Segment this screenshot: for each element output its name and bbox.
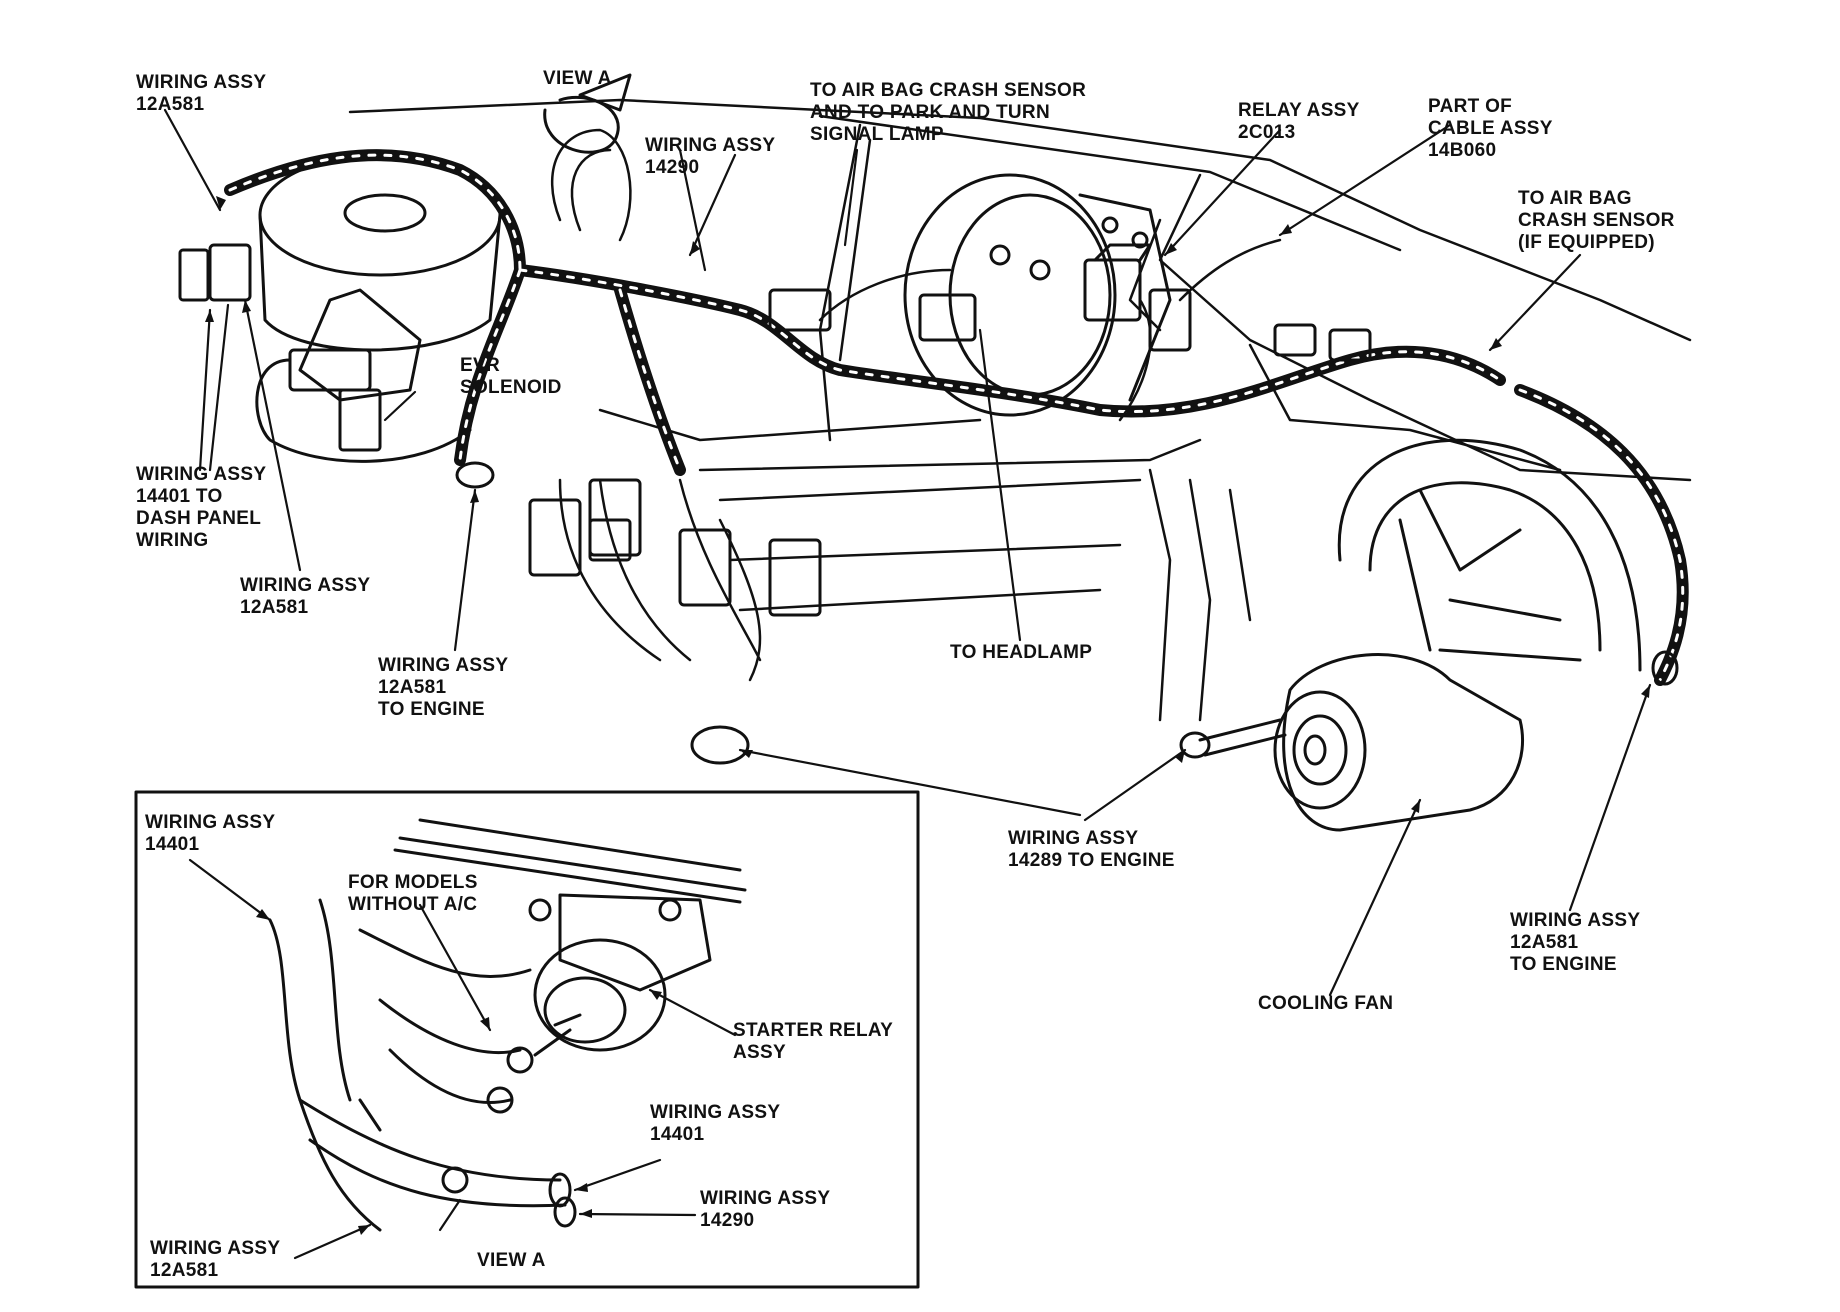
label-line: VIEW A	[543, 68, 612, 89]
label-to-headlamp: TO HEADLAMP	[950, 642, 1092, 664]
label-line: 12A581	[150, 1260, 219, 1281]
label-line: 12A581	[240, 597, 309, 618]
label-line: TO AIR BAG	[1518, 188, 1632, 209]
label-line: WITHOUT A/C	[348, 894, 478, 915]
connectors	[178, 243, 1679, 765]
label-line: CABLE ASSY	[1428, 118, 1553, 139]
label-line: EVR	[460, 355, 500, 376]
label-line: WIRING ASSY	[136, 72, 267, 93]
label-line: 12A581	[378, 677, 447, 698]
label-line: 14401	[650, 1124, 705, 1145]
arrowheads	[205, 196, 1650, 813]
label-line: 14290	[700, 1210, 755, 1231]
label-line: 12A581	[136, 94, 205, 115]
label-line: WIRING ASSY	[1510, 910, 1641, 931]
label-line: VIEW A	[477, 1250, 546, 1271]
label-line: 14401	[145, 834, 200, 855]
label-line: TO AIR BAG CRASH SENSOR	[810, 80, 1087, 101]
label-line: STARTER RELAY	[733, 1020, 894, 1041]
label-line: TO HEADLAMP	[950, 642, 1093, 663]
thin-wires	[550, 128, 1282, 682]
evr-solenoid	[255, 288, 472, 463]
label-line: TO ENGINE	[1510, 954, 1617, 975]
label-line: 14401 TO	[136, 486, 223, 507]
label-line: COOLING FAN	[1258, 993, 1394, 1014]
cooling-fan-motor	[1198, 653, 1525, 832]
label-line: SOLENOID	[460, 377, 562, 398]
label-line: WIRING	[136, 530, 209, 551]
label-line: 14B060	[1428, 140, 1497, 161]
label-line: ASSY	[733, 1042, 786, 1063]
label-line: TO ENGINE	[378, 699, 485, 720]
label-line: WIRING ASSY	[1008, 828, 1139, 849]
label-line: WIRING ASSY	[650, 1102, 781, 1123]
fan-shroud	[1337, 438, 1642, 672]
label-line: WIRING ASSY	[150, 1238, 281, 1259]
label-view-a-top: VIEW A	[543, 68, 612, 90]
inset-arrowheads	[256, 909, 662, 1235]
view-a-marker	[543, 73, 632, 154]
label-line: (IF EQUIPPED)	[1518, 232, 1655, 253]
label-line: CRASH SENSOR	[1518, 210, 1675, 231]
label-cooling-fan: COOLING FAN	[1258, 993, 1393, 1015]
inset-artwork	[268, 818, 747, 1232]
label-line: 14290	[645, 157, 700, 178]
label-line: AND TO PARK AND TURN	[810, 102, 1050, 123]
label-line: DASH PANEL	[136, 508, 262, 529]
label-line: WIRING ASSY	[378, 655, 509, 676]
label-line: WIRING ASSY	[645, 135, 776, 156]
label-line: 2C013	[1238, 122, 1296, 143]
vehicle-body-lines	[348, 98, 1692, 722]
leader-lines	[163, 108, 1652, 997]
label-line: 12A581	[1510, 932, 1579, 953]
label-line: WIRING ASSY	[240, 575, 371, 596]
label-line: RELAY ASSY	[1238, 100, 1360, 121]
air-cleaner	[258, 153, 502, 352]
inset-leader-lines	[188, 858, 737, 1260]
label-line: 14289 TO ENGINE	[1008, 850, 1175, 871]
inset-view-a-frame	[134, 790, 920, 1289]
label-line: WIRING ASSY	[700, 1188, 831, 1209]
label-line: WIRING ASSY	[136, 464, 267, 485]
label-line: FOR MODELS	[348, 872, 478, 893]
label-line: PART OF	[1428, 96, 1513, 117]
label-line: WIRING ASSY	[145, 812, 276, 833]
label-inset-view-a: VIEW A	[477, 1250, 546, 1272]
harness-braid-texture	[228, 153, 1685, 682]
label-line: SIGNAL LAMP	[810, 124, 944, 145]
relay-block	[1083, 243, 1152, 322]
